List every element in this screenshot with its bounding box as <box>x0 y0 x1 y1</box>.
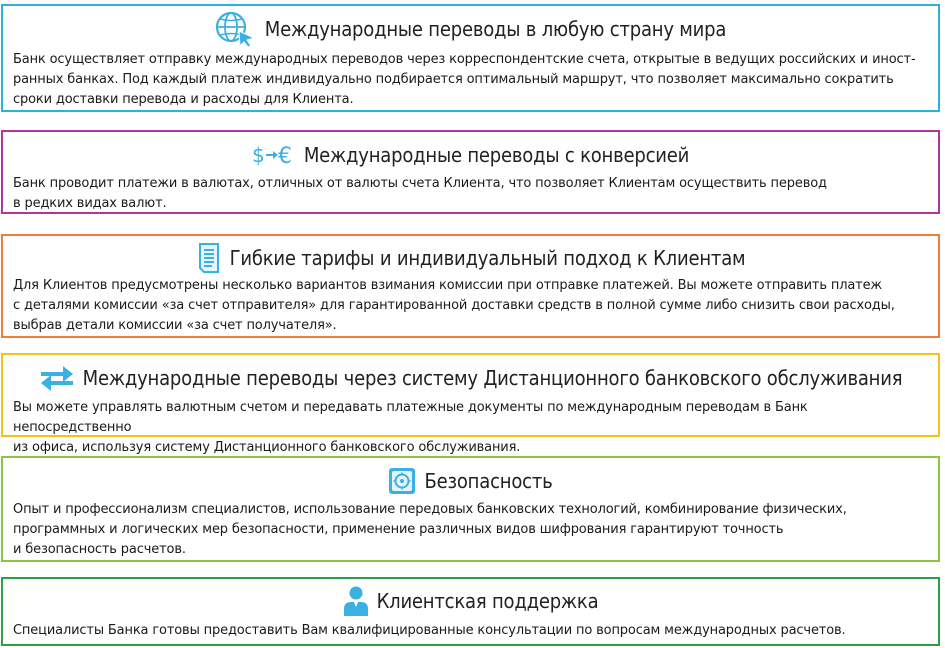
safe-icon <box>388 467 416 495</box>
card-title: Международные переводы с конверсией <box>303 143 690 167</box>
card-international-transfers: Международные переводы в любую страну ми… <box>1 4 940 112</box>
svg-text:$: $ <box>252 143 265 167</box>
person-icon <box>343 585 369 617</box>
card-header: Гибкие тарифы и индивидуальный подход к … <box>3 236 938 280</box>
transfer-arrows-icon <box>39 363 75 393</box>
document-icon <box>196 242 222 274</box>
currency-exchange-icon: $ € <box>252 142 296 169</box>
svg-text:€: € <box>278 144 292 168</box>
card-conversion-transfers: $ € Международные переводы с конверсией … <box>1 130 940 214</box>
card-header: Безопасность <box>3 459 938 503</box>
card-title: Международные переводы через систему Дис… <box>82 366 903 390</box>
card-title: Безопасность <box>424 469 553 493</box>
card-header: Международные переводы через систему Дис… <box>3 356 938 400</box>
card-header: $ € Международные переводы с конверсией <box>3 133 938 177</box>
card-title: Клиентская поддержка <box>376 589 599 613</box>
globe-cursor-icon <box>215 10 257 48</box>
card-header: Международные переводы в любую страну ми… <box>3 7 938 51</box>
card-text: Опыт и профессионализм специалистов, исп… <box>13 502 847 557</box>
card-text: Вы можете управлять валютным счетом и пе… <box>13 400 808 455</box>
card-text: Банк проводит платежи в валютах, отличны… <box>13 176 827 211</box>
card-text: Банк осуществляет отправку международных… <box>13 52 916 107</box>
card-text: Для Клиентов предусмотрены несколько вар… <box>13 278 895 333</box>
card-flexible-tariffs: Гибкие тарифы и индивидуальный подход к … <box>1 234 940 338</box>
card-text: Специалисты Банка готовы предоставить Ва… <box>13 623 846 638</box>
card-security: Безопасность Опыт и профессионализм спец… <box>1 456 940 562</box>
card-header: Клиентская поддержка <box>3 579 938 623</box>
card-title: Международные переводы в любую страну ми… <box>264 17 727 41</box>
card-remote-banking: Международные переводы через систему Дис… <box>1 353 940 455</box>
card-title: Гибкие тарифы и индивидуальный подход к … <box>229 246 746 270</box>
card-client-support: Клиентская поддержка Специалисты Банка г… <box>1 577 940 646</box>
